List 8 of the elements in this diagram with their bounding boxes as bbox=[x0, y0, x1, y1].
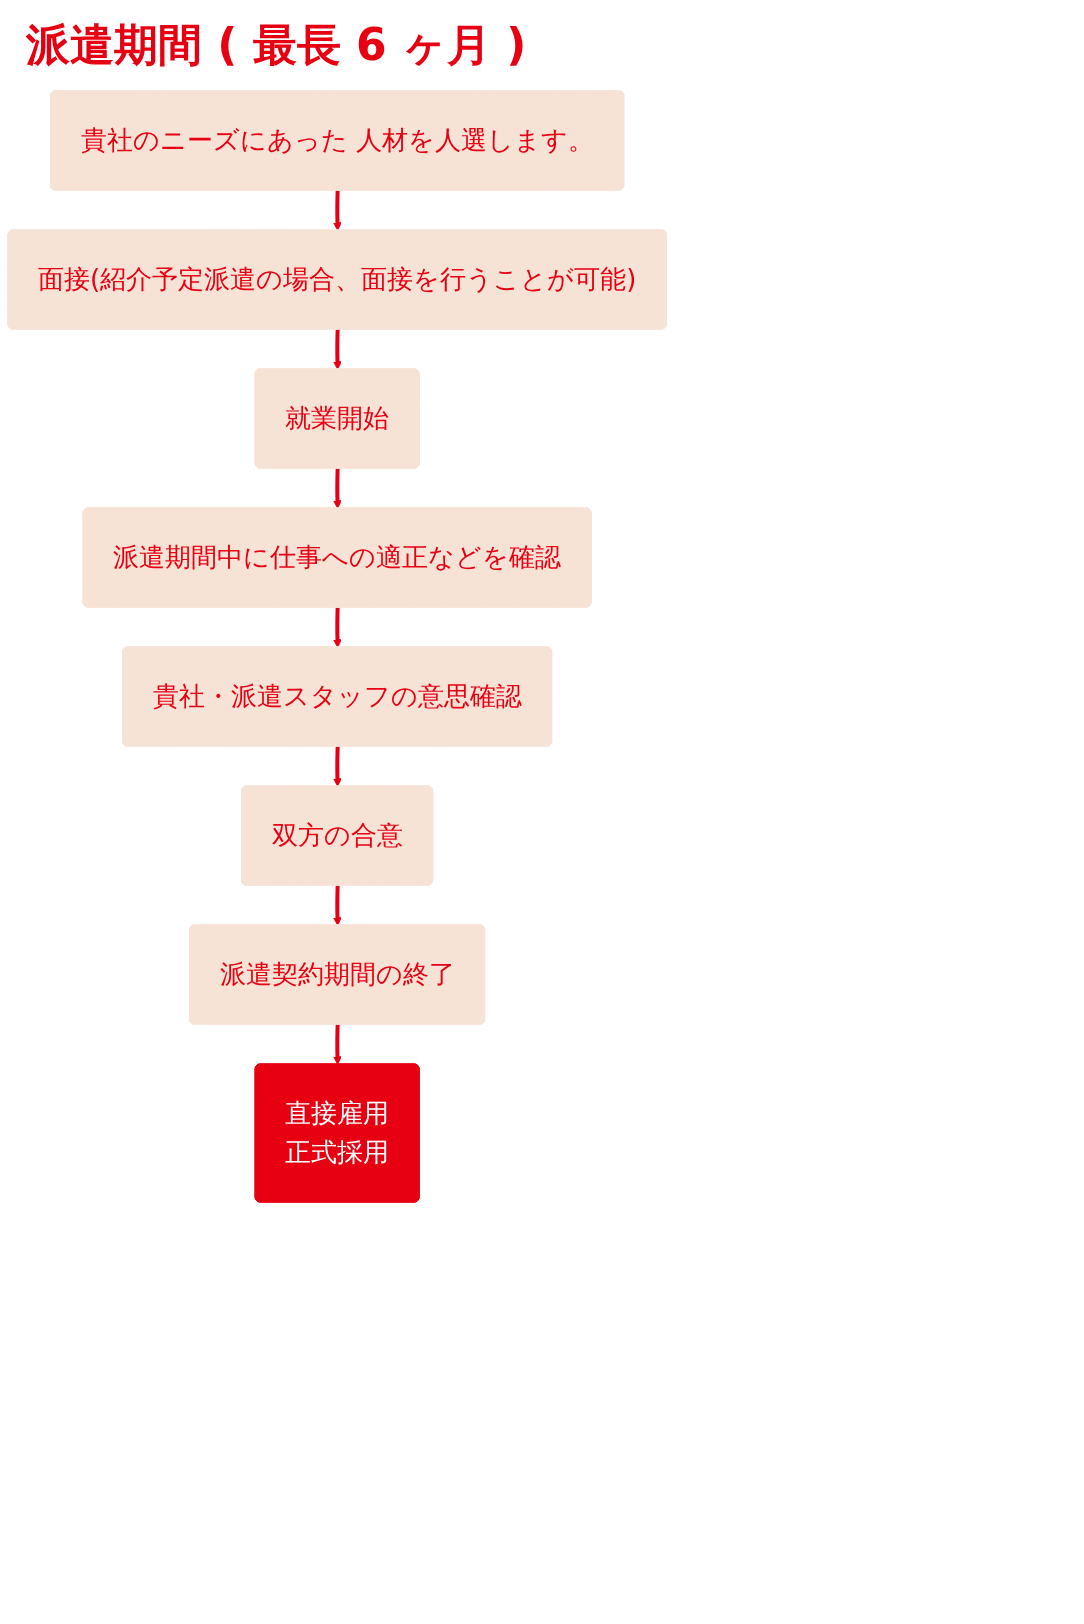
arrow bbox=[333, 746, 342, 787]
arrow bbox=[333, 1024, 342, 1065]
heading: 派遣期間 ( 最長 6 ヶ月 ) bbox=[26, 18, 528, 72]
arrow bbox=[333, 329, 342, 370]
arrow bbox=[333, 607, 342, 648]
arrow bbox=[333, 468, 342, 509]
arrow bbox=[333, 885, 342, 926]
arrow bbox=[333, 190, 342, 231]
